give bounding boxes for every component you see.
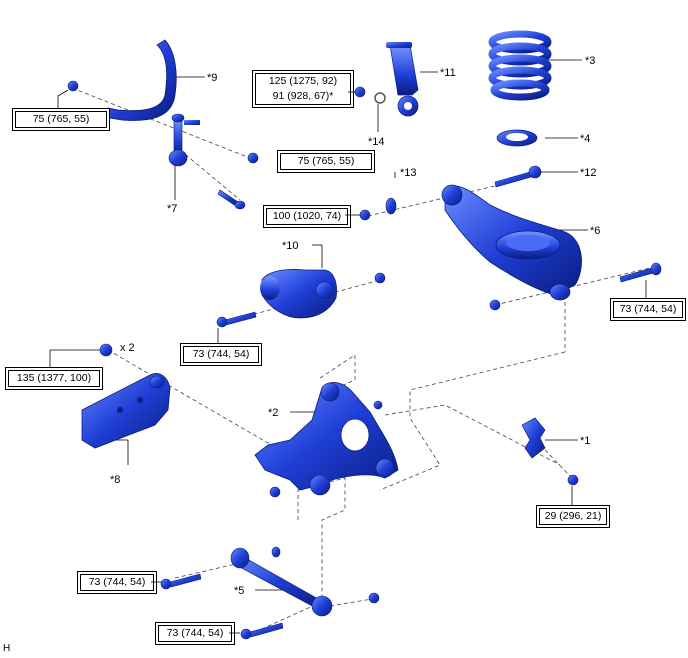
bolt-12 xyxy=(494,165,542,188)
suspension-member xyxy=(81,373,171,449)
torque-value: 73 (744, 54) xyxy=(613,301,683,318)
callout-6: *6 xyxy=(590,225,600,237)
torque-box-upper-arm-inner: 73 (744, 54) xyxy=(77,571,157,594)
torque-box-stab-bar-bracket: 75 (765, 55) xyxy=(12,108,110,131)
bracket xyxy=(521,417,546,459)
torque-box-carrier-member: 135 (1377, 100) xyxy=(5,367,103,390)
callout-13: *13 xyxy=(400,167,417,179)
coil-spring xyxy=(488,30,552,101)
torque-box-bracket-bolt: 29 (296, 21) xyxy=(536,505,610,528)
fasteners-toe-arm xyxy=(160,546,380,640)
callout-5: *5 xyxy=(234,585,244,597)
torque-value: 29 (296, 21) xyxy=(539,508,607,525)
torque-box-upper-arm-outer: 73 (744, 54) xyxy=(155,622,235,645)
torque-value: 91 (928, 67)* xyxy=(272,90,334,102)
torque-box-toe-link: 73 (744, 54) xyxy=(180,343,262,366)
torque-box-lower-arm-inner: 100 (1020, 74) xyxy=(263,205,351,228)
torque-value: 125 (1275, 92) xyxy=(268,75,338,87)
bracket-bolt xyxy=(567,474,579,486)
washer-icon xyxy=(374,92,386,104)
multiplier-label: x 2 xyxy=(120,342,135,354)
lower-suspension-arm xyxy=(441,184,582,301)
torque-value: 100 (1020, 74) xyxy=(266,208,348,225)
spring-seat xyxy=(496,129,538,147)
stabilizer-bar xyxy=(107,39,177,121)
callout-11: *11 xyxy=(440,67,456,79)
shock-absorber-nut xyxy=(354,86,366,98)
torque-box-stab-link-nut: 75 (765, 55) xyxy=(277,150,375,173)
callout-14: *14 xyxy=(368,136,385,148)
callout-3: *3 xyxy=(585,55,595,67)
member-bolt xyxy=(99,343,113,357)
callout-4: *4 xyxy=(580,133,590,145)
toe-control-arm xyxy=(230,547,333,617)
callout-1: *1 xyxy=(580,435,590,447)
torque-value: 73 (744, 54) xyxy=(158,625,232,642)
fasteners-upper-left xyxy=(67,80,259,210)
rear-axle-carrier xyxy=(254,381,399,498)
washer-13 xyxy=(359,197,397,221)
callout-9: *9 xyxy=(207,72,217,84)
torque-box-lower-arm-outer: 73 (744, 54) xyxy=(610,298,686,321)
callout-8: *8 xyxy=(110,474,120,486)
torque-value: 75 (765, 55) xyxy=(280,153,372,170)
callout-10: *10 xyxy=(282,240,299,252)
callout-12: *12 xyxy=(580,167,597,179)
torque-value: 75 (765, 55) xyxy=(15,111,107,128)
upper-suspension-arm xyxy=(260,268,337,319)
callout-2: *2 xyxy=(268,407,278,419)
torque-value: 135 (1377, 100) xyxy=(8,370,100,387)
torque-box-shock-absorber: 125 (1275, 92) 91 (928, 67)* xyxy=(252,70,354,108)
fasteners-lower-arm xyxy=(489,262,662,311)
torque-value: 73 (744, 54) xyxy=(183,346,259,363)
fasteners-upper-arm xyxy=(216,272,386,328)
callout-7: *7 xyxy=(167,203,177,215)
torque-value: 73 (744, 54) xyxy=(80,574,154,591)
shock-absorber xyxy=(386,42,419,117)
stabilizer-link xyxy=(168,113,200,167)
diagram-code: H xyxy=(3,643,11,654)
